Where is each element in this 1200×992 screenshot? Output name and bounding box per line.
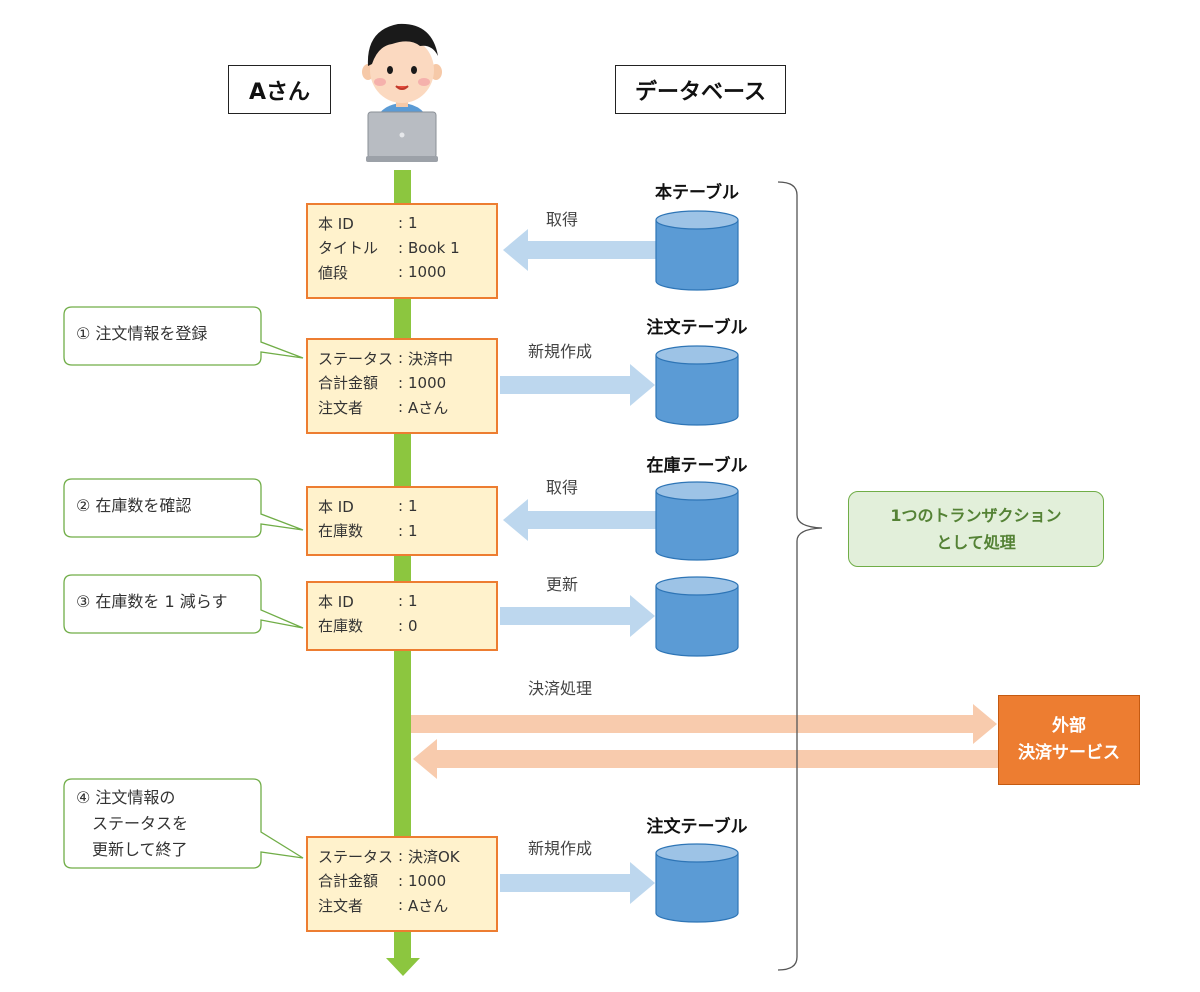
fetch-arrow-stock-table [503,499,656,541]
update-arrow-stock-table [500,595,655,637]
callout-step-4-line-1: ④ 注文情報の [76,788,176,807]
callout-step-4-line-2: ステータスを [76,814,189,833]
operation-label-update-stock: 更新 [546,575,579,594]
callout-step-3-text: ③ 在庫数を 1 減らす [76,592,228,611]
actor-database-label: データベース [615,65,786,114]
operation-label-create-order: 新規作成 [528,342,593,361]
record-order-created: ステータス:決済中 合計金額:1000 注文者:Aさん [306,338,498,434]
payment-request-arrow [411,704,997,744]
table-label-book: 本テーブル [655,183,739,203]
record-book-fetched: 本 ID:1 タイトル:Book 1 値段:1000 [306,203,498,299]
database-cylinder-book [655,210,739,291]
payment-response-arrow [413,739,998,779]
record-stock-fetched: 本 ID:1 在庫数:1 [306,486,498,556]
database-cylinder-stock-update [655,576,739,657]
transaction-note: 1つのトランザクション として処理 [848,491,1104,567]
transaction-brace [777,181,823,971]
create-arrow-order-table-final [500,862,655,904]
record-order-completed: ステータス:決済OK 合計金額:1000 注文者:Aさん [306,836,498,932]
fetch-arrow-book-table [503,229,656,271]
record-stock-updated: 本 ID:1 在庫数:0 [306,581,498,651]
table-label-order-final: 注文テーブル [646,817,748,837]
database-cylinder-stock [655,481,739,561]
external-service-line-1: 外部 [1052,716,1086,736]
callout-step-1-text: ① 注文情報を登録 [76,324,208,343]
callout-step-4-line-3: 更新して終了 [76,840,188,859]
timeline-arrowhead [386,958,420,976]
transaction-note-line-1: 1つのトランザクション [890,506,1062,525]
operation-label-create-order-final: 新規作成 [528,839,593,858]
operation-label-fetch-book: 取得 [546,210,579,229]
transaction-note-line-2: として処理 [936,533,1016,552]
external-service-line-2: 決済サービス [1018,743,1120,763]
callout-step-2-text: ② 在庫数を確認 [76,496,192,515]
external-payment-service: 外部 決済サービス [998,695,1140,785]
actor-user-label: Aさん [228,65,331,114]
table-label-stock: 在庫テーブル [646,456,748,476]
create-arrow-order-table [500,364,655,406]
database-cylinder-order [655,345,739,426]
operation-label-fetch-stock: 取得 [546,478,579,497]
database-cylinder-order-final [655,843,739,923]
table-label-order: 注文テーブル [646,318,748,338]
operation-label-payment: 決済処理 [528,679,593,698]
